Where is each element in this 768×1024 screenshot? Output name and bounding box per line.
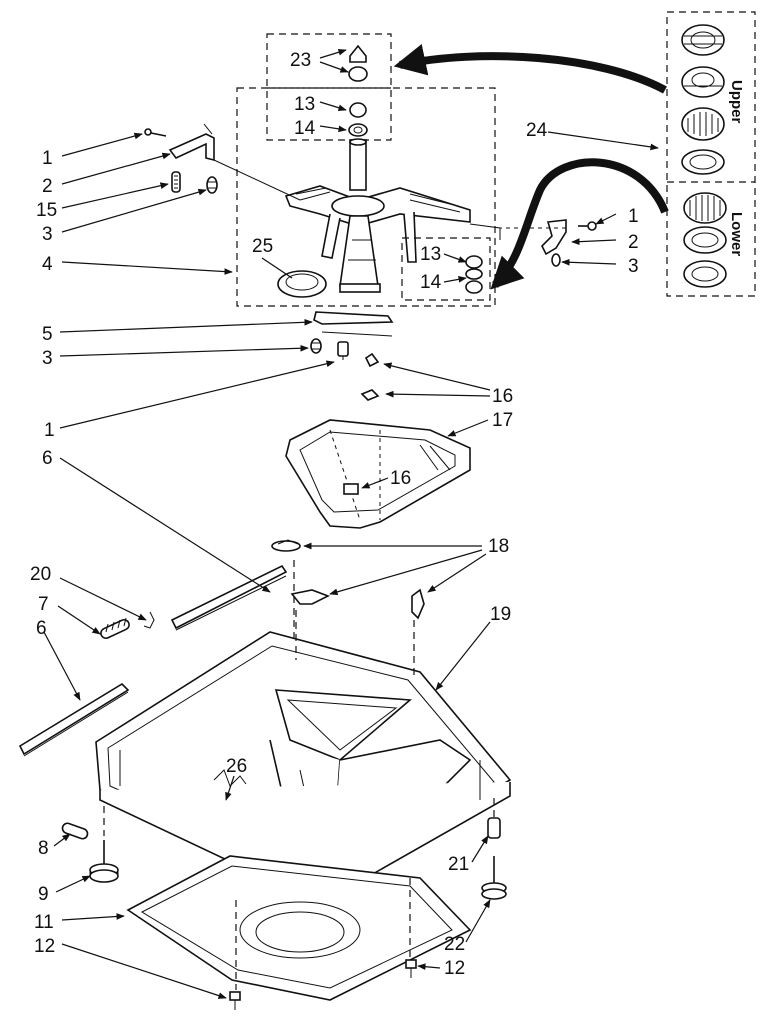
callout-13-lower: 13 — [420, 244, 441, 265]
callout-19: 19 — [490, 604, 511, 625]
callout-22: 22 — [444, 934, 465, 955]
callout-14-upper: 14 — [294, 118, 316, 139]
callout-26: 26 — [226, 756, 247, 777]
callout-12-right: 12 — [444, 958, 465, 979]
base-frame — [95, 631, 512, 905]
clip-parts — [271, 539, 425, 620]
strap-parts — [310, 311, 394, 360]
callout-16-upper: 16 — [492, 386, 513, 407]
right-upper-parts — [500, 219, 597, 267]
callout-24: 24 — [526, 120, 548, 141]
callout-1-right: 1 — [628, 206, 639, 227]
upper-kit-arrow — [393, 44, 667, 94]
callout-5: 5 — [42, 324, 53, 345]
callout-2-right: 2 — [628, 232, 639, 253]
callout-labels: 23 13 14 1 2 15 3 4 25 5 3 1 6 24 1 2 3 … — [30, 50, 639, 979]
hardware-parts — [61, 769, 507, 1010]
callout-6-upper: 6 — [42, 448, 53, 469]
callout-12-left: 12 — [34, 936, 55, 957]
assembly-guide-lines — [103, 560, 495, 990]
callout-1-mid-left: 1 — [44, 420, 55, 441]
bearing-kit-box: Upper Lower — [666, 11, 756, 297]
lower-kit-arrow — [490, 158, 669, 290]
callout-15: 15 — [36, 200, 57, 221]
leader-lines — [43, 49, 659, 999]
lower-label: Lower — [728, 212, 745, 256]
callout-21: 21 — [448, 854, 469, 875]
callout-23: 23 — [290, 50, 311, 71]
lower-bearing-icons — [683, 192, 727, 288]
callout-4: 4 — [42, 254, 53, 275]
callout-9: 9 — [38, 884, 49, 905]
transmission-assembly — [236, 87, 501, 307]
callout-25: 25 — [252, 236, 273, 257]
callout-8: 8 — [38, 838, 49, 859]
upper-bearing-icons — [681, 24, 725, 175]
bracket-parts — [18, 564, 288, 757]
bottom-pan — [126, 855, 472, 1001]
left-upper-parts — [144, 123, 301, 201]
upper-label: Upper — [728, 80, 745, 124]
callout-7: 7 — [38, 594, 49, 615]
callout-14-lower: 14 — [420, 272, 442, 293]
callout-20: 20 — [30, 564, 51, 585]
callout-1-top-left: 1 — [42, 148, 53, 169]
callout-11: 11 — [34, 912, 54, 933]
callout-3-right: 3 — [628, 256, 639, 277]
top-seal-box — [266, 33, 392, 141]
shield-part — [285, 352, 471, 529]
callout-17: 17 — [492, 410, 513, 431]
callout-6-lower: 6 — [36, 618, 47, 639]
callout-3-mid-left: 3 — [42, 348, 53, 369]
callout-16-lower: 16 — [390, 468, 411, 489]
callout-2-top-left: 2 — [42, 176, 53, 197]
callout-3-top-left: 3 — [42, 224, 53, 245]
callout-13-upper: 13 — [294, 94, 315, 115]
callout-18: 18 — [488, 536, 509, 557]
